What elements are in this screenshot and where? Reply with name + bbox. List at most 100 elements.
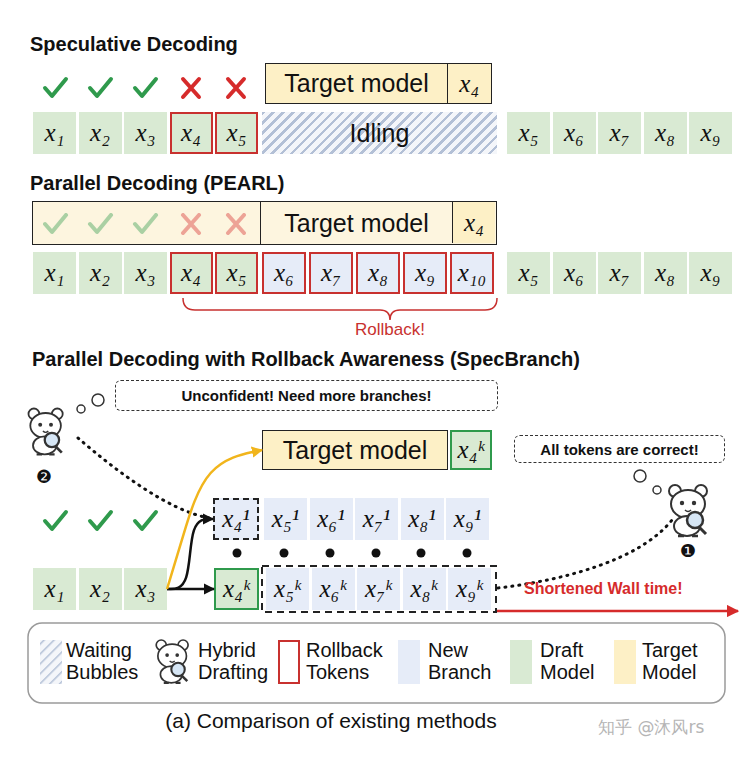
rollback-note: Rollback! (345, 320, 435, 340)
token-box: x₃ (124, 112, 167, 154)
node-text: x₆¹ (317, 505, 344, 533)
node-text: x₈ᵏ (411, 575, 438, 603)
legend-frame (28, 623, 725, 703)
token-box: x₄ (452, 202, 495, 243)
node-text: x₇ (321, 259, 341, 287)
mascot-icon (669, 485, 707, 536)
node-text: x₁ (45, 259, 65, 287)
check-marks (45, 512, 156, 529)
node-text: x₁ (45, 575, 65, 603)
node-text: x₄ (181, 119, 201, 147)
wall-time-note: Shortened Wall time! (524, 580, 683, 598)
flow-arrow (167, 588, 214, 591)
token-box: x₈ (644, 112, 687, 154)
node-text: x₉ᵏ (456, 575, 483, 603)
node-text: x₇ (610, 119, 630, 147)
thought-callout: Unconfident! Need more branches! (115, 380, 498, 411)
callout-number: ❶ (680, 540, 696, 561)
token-box: x₉¹ (446, 498, 489, 540)
token-box: x₂ (79, 112, 122, 154)
idle-region: Idling (262, 112, 497, 154)
node-text: Idling (350, 119, 410, 148)
node-text: x₁₀ (458, 259, 486, 287)
token-box: x₁ (33, 112, 76, 154)
node-text: x₉ (415, 259, 435, 287)
token-box: x₈ (356, 252, 400, 294)
mascot-icon (29, 409, 63, 455)
check-mark (135, 512, 156, 529)
token-box: x₇ (598, 112, 641, 154)
check-mark (90, 512, 111, 529)
node-text: x₈¹ (408, 505, 435, 533)
token-box: x₃ (124, 568, 167, 610)
thought-bubble (634, 470, 646, 482)
legend-text: Draft Model (540, 639, 625, 683)
token-box: x₈¹ (401, 498, 444, 540)
node-text: x₉ (701, 119, 721, 147)
token-box: x₄¹ (213, 498, 259, 540)
token-box: x₆¹ (310, 498, 353, 540)
token-box: x₉ (403, 252, 447, 294)
node-text: x₅¹ (272, 505, 299, 533)
node-text: x₃ (136, 119, 156, 147)
node-text: x₇¹ (363, 505, 390, 533)
token-box: x₃ (124, 252, 167, 294)
check-marks (45, 79, 156, 96)
node-text: x₈ (655, 119, 675, 147)
thought-bubble (77, 405, 85, 413)
cross-mark (183, 79, 199, 97)
legend-text: Waiting Bubbles (66, 639, 151, 683)
token-box: x₆ (553, 112, 596, 154)
figure-caption: (a) Comparison of existing methods (131, 709, 531, 733)
token-box: x₅ (507, 252, 550, 294)
node-text: x₅ (227, 119, 247, 147)
legend-outline-swatch (279, 641, 299, 683)
node-text: x₇ᵏ (365, 575, 392, 603)
node-text: Unconfident! Need more branches! (181, 387, 431, 404)
token-box: x₁₀ (450, 252, 494, 294)
legend-text: Hybrid Drafting (198, 639, 283, 683)
thought-callout: All tokens are correct! (514, 435, 725, 463)
token-box: x₉ᵏ (448, 568, 491, 610)
node-text: x₇ (610, 259, 630, 287)
cross-marks (183, 79, 244, 97)
section-heading: Parallel Decoding with Rollback Awarenes… (32, 348, 580, 371)
dot (280, 549, 289, 558)
callout-number: ❷ (36, 466, 52, 487)
node-text: x₈ (368, 259, 388, 287)
token-box: x₇ᵏ (357, 568, 400, 610)
node-text: All tokens are correct! (540, 441, 698, 458)
node-text: x₉¹ (454, 505, 481, 533)
node-text: x₅ (519, 119, 539, 147)
node-text: x₄ (464, 209, 484, 237)
token-box: x₆ (262, 252, 306, 294)
token-box: x₄ᵏ (214, 568, 259, 610)
branch-group-outline (262, 566, 496, 612)
node-text: x₂ (90, 119, 110, 147)
model-box: Target model (265, 63, 448, 104)
rollback-bracket (183, 298, 497, 320)
section-heading: Parallel Decoding (PEARL) (30, 172, 285, 195)
node-text: Target model (283, 436, 428, 465)
node-text: x₆ (564, 259, 584, 287)
node-text: Target model (260, 202, 452, 244)
check-mark (90, 79, 111, 96)
ellipsis-dots (233, 549, 472, 558)
token-box: x₄ (170, 112, 213, 154)
node-text: x₆ᵏ (320, 575, 347, 603)
token-box: x₂ (79, 252, 122, 294)
node-text: Target model (284, 69, 429, 98)
token-box: x₅ (215, 252, 258, 294)
node-text: x₄ (459, 70, 479, 98)
token-box: x₄ᵏ (450, 430, 492, 470)
node-text: x₅ (227, 259, 247, 287)
token-box: x₇ (309, 252, 353, 294)
cross-mark (228, 79, 244, 97)
dot (233, 549, 242, 558)
token-box: x₄ (170, 252, 213, 294)
dot (326, 549, 335, 558)
legend-text: New Branch (428, 639, 513, 683)
node-text: x₈ (655, 259, 675, 287)
token-box: x₅ (507, 112, 550, 154)
